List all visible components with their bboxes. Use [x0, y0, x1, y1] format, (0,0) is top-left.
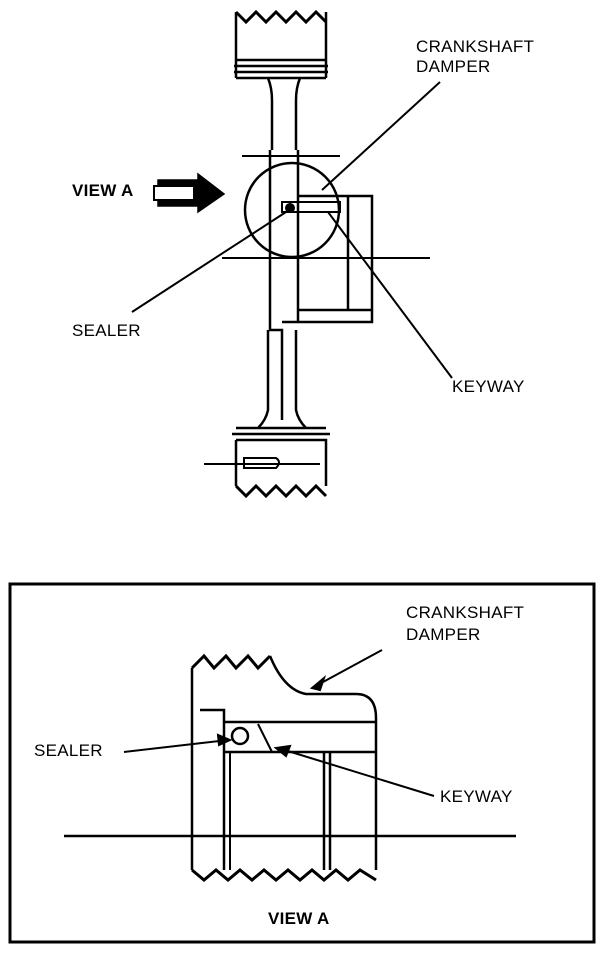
view-a-arrow-label: VIEW A — [72, 181, 134, 200]
detail-sealer-ring — [232, 728, 248, 744]
top-sealer-spot — [286, 204, 294, 212]
upper-pulley-teeth — [236, 12, 326, 22]
lower-shaft — [258, 330, 306, 428]
upper-pulley-rim — [234, 12, 328, 78]
detail-bottom-teeth — [192, 870, 376, 880]
detail-keyway-mark — [258, 724, 272, 752]
top-leader-lines — [132, 82, 452, 378]
view-a-arrow — [154, 174, 224, 212]
hub-body — [270, 150, 372, 420]
detail-sealer-arrowhead — [218, 735, 230, 745]
upper-hub — [268, 78, 300, 150]
detail-sealer-label: SEALER — [34, 741, 103, 760]
top-crankshaft-leader — [322, 82, 440, 190]
lower-pulley-teeth — [236, 486, 326, 496]
top-sealer-leader — [132, 212, 286, 312]
top-damper-drawing — [204, 12, 430, 496]
top-crankshaft-label-line1: CRANKSHAFT — [416, 37, 535, 56]
top-crankshaft-label-line2: DAMPER — [416, 57, 491, 76]
detail-keyway-leader — [278, 748, 434, 796]
detail-crankshaft-label-line2: DAMPER — [406, 625, 481, 644]
top-sealer-label: SEALER — [72, 321, 141, 340]
detail-crankshaft-label-line1: CRANKSHAFT — [406, 603, 525, 622]
top-keyway-label: KEYWAY — [452, 377, 525, 396]
detail-top-teeth — [192, 656, 270, 668]
lower-pulley-rim — [232, 428, 330, 486]
top-keyway-leader — [328, 212, 452, 378]
detail-sealer-leader — [124, 740, 228, 752]
detail-crankshaft-arrowhead — [312, 678, 324, 690]
view-a-arrow-outline — [154, 186, 194, 200]
view-a-frame — [10, 584, 594, 942]
detail-hub-step — [200, 710, 376, 870]
detail-caption: VIEW A — [268, 909, 330, 928]
detail-damper-contour — [192, 656, 376, 870]
detail-leader-lines — [124, 650, 434, 796]
detail-keyway-label: KEYWAY — [440, 787, 513, 806]
detail-damper-drawing — [64, 656, 516, 880]
detail-keyway-arrowhead — [276, 746, 290, 756]
